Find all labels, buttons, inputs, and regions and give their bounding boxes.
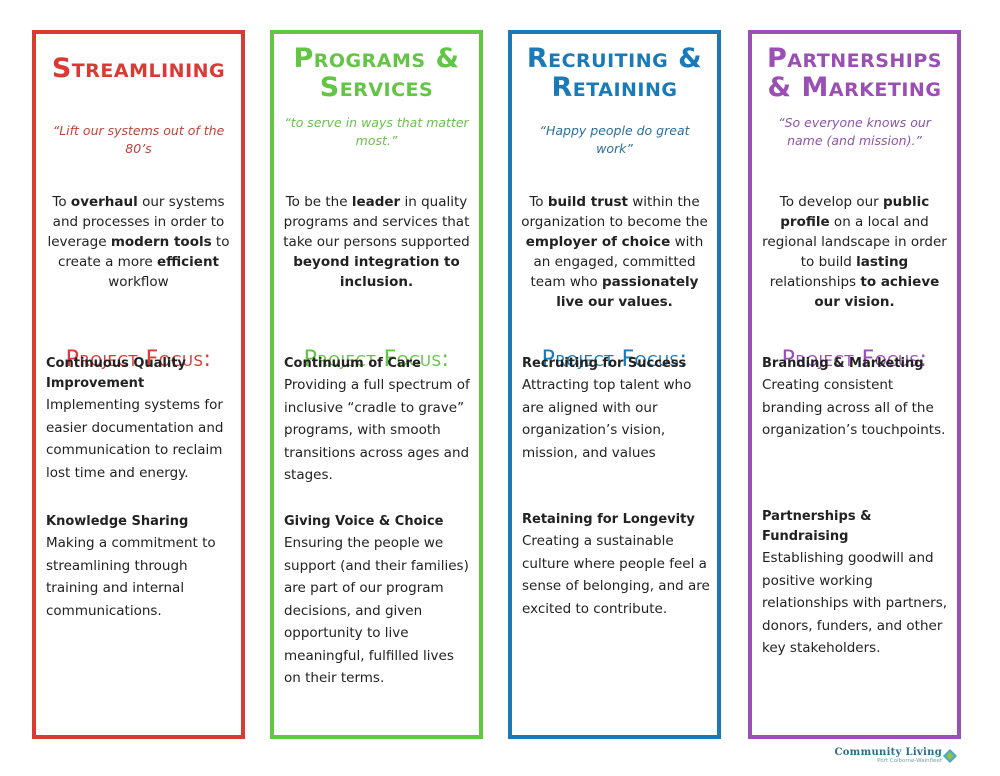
column-quote: “Lift our systems out of the 80’s	[52, 123, 225, 156]
column-quote: “Happy people do great work”	[539, 123, 690, 156]
column-title-line: & Marketing	[767, 72, 942, 103]
mission-emphasis: modern tools	[110, 234, 212, 250]
column-title: Recruiting &Retaining	[516, 44, 713, 102]
column-programs-services: Programs &Services “to serve in ways that…	[270, 30, 483, 739]
column-title-line: Programs &	[293, 43, 460, 74]
project-title: Knowledge Sharing	[46, 514, 189, 529]
column-mission: To build trust within the organization t…	[516, 192, 713, 312]
project-description: Ensuring the people we support (and thei…	[284, 535, 469, 686]
mission-emphasis: public profile	[780, 194, 930, 230]
column-mission: To develop our public profile on a local…	[756, 192, 953, 312]
mission-text: to create a more	[57, 234, 230, 270]
project-focus-heading: Project Focus:	[303, 347, 450, 372]
project-focus-heading: Project Focus:	[541, 347, 688, 372]
column-quote: “to serve in ways that matter most.”	[284, 115, 469, 148]
mission-emphasis: employer of choice	[525, 234, 671, 250]
mission-emphasis: leader	[351, 194, 401, 210]
column-mission: To overhaul our systems and processes in…	[40, 192, 237, 292]
project-focus-heading: Project Focus:	[781, 347, 928, 372]
project-description: Creating consistent branding across all …	[762, 377, 946, 438]
column-mission: To be the leader in quality programs and…	[278, 192, 475, 292]
mission-emphasis: overhaul	[70, 194, 138, 210]
project-title: Continuous Quality Improvement	[46, 356, 187, 391]
mission-text: in quality programs and services that ta…	[283, 194, 470, 250]
mission-emphasis: passionately live our values.	[556, 274, 699, 310]
project-title: Retaining for Longevity	[522, 512, 695, 527]
project-title: Recruiting for Success	[522, 356, 687, 371]
mission-text: with an engaged, committed team who	[530, 234, 704, 290]
project-title: Branding & Marketing	[762, 356, 924, 371]
mission-emphasis: efficient	[156, 254, 220, 270]
project-title: Giving Voice & Choice	[284, 514, 444, 529]
logo-icon	[943, 748, 957, 763]
project-description: Making a commitment to streamlining thro…	[46, 535, 216, 619]
mission-text: To be the	[285, 194, 352, 210]
project-description: Establishing goodwill and positive worki…	[762, 550, 948, 656]
mission-text: within the organization to become the	[521, 194, 708, 230]
mission-emphasis: lasting	[856, 254, 909, 270]
project-focus-heading: Project Focus:	[65, 347, 212, 372]
mission-emphasis: beyond integration to inclusion.	[293, 254, 460, 290]
mission-text: To	[529, 194, 548, 210]
mission-text: on a local and regional landscape in ord…	[762, 214, 947, 270]
column-quote: “So everyone knows our name (and mission…	[778, 115, 931, 148]
column-streamlining: Streamlining “Lift our systems out of the…	[32, 30, 245, 739]
community-living-logo: Community Living Port Colborne-Wainfleet	[834, 747, 958, 764]
column-title-line: Streamlining	[51, 53, 226, 84]
mission-text: workflow	[108, 274, 169, 290]
column-title-line: Retaining	[551, 72, 678, 103]
project-description: Attracting top talent who are aligned wi…	[522, 377, 692, 461]
mission-emphasis: to achieve our vision.	[814, 274, 940, 310]
column-title: Streamlining	[40, 54, 237, 83]
project-description: Providing a full spectrum of inclusive “…	[284, 377, 470, 483]
column-title-line: Recruiting &	[526, 43, 703, 74]
project-title: Partnerships & Fundraising	[762, 509, 872, 544]
column-partnerships-marketing: Partnerships& Marketing “So everyone know…	[748, 30, 961, 739]
mission-emphasis: build trust	[547, 194, 628, 210]
mission-text: relationships	[769, 274, 861, 290]
column-title-line: Partnerships	[766, 43, 942, 74]
column-recruiting-retaining: Recruiting &Retaining “Happy people do gr…	[508, 30, 721, 739]
column-title-line: Services	[319, 72, 434, 103]
column-title: Programs &Services	[278, 44, 475, 102]
column-title: Partnerships& Marketing	[756, 44, 953, 102]
project-title: Continuum of Care	[284, 356, 421, 371]
mission-text: To develop our	[779, 194, 883, 210]
mission-text: To	[52, 194, 71, 210]
project-description: Creating a sustainable culture where peo…	[522, 533, 710, 617]
mission-text: our systems and processes in order to le…	[47, 194, 225, 250]
logo-sub: Port Colborne-Wainfleet	[877, 758, 942, 764]
project-description: Implementing systems for easier document…	[46, 397, 224, 481]
logo-name: Community Living	[834, 747, 942, 758]
